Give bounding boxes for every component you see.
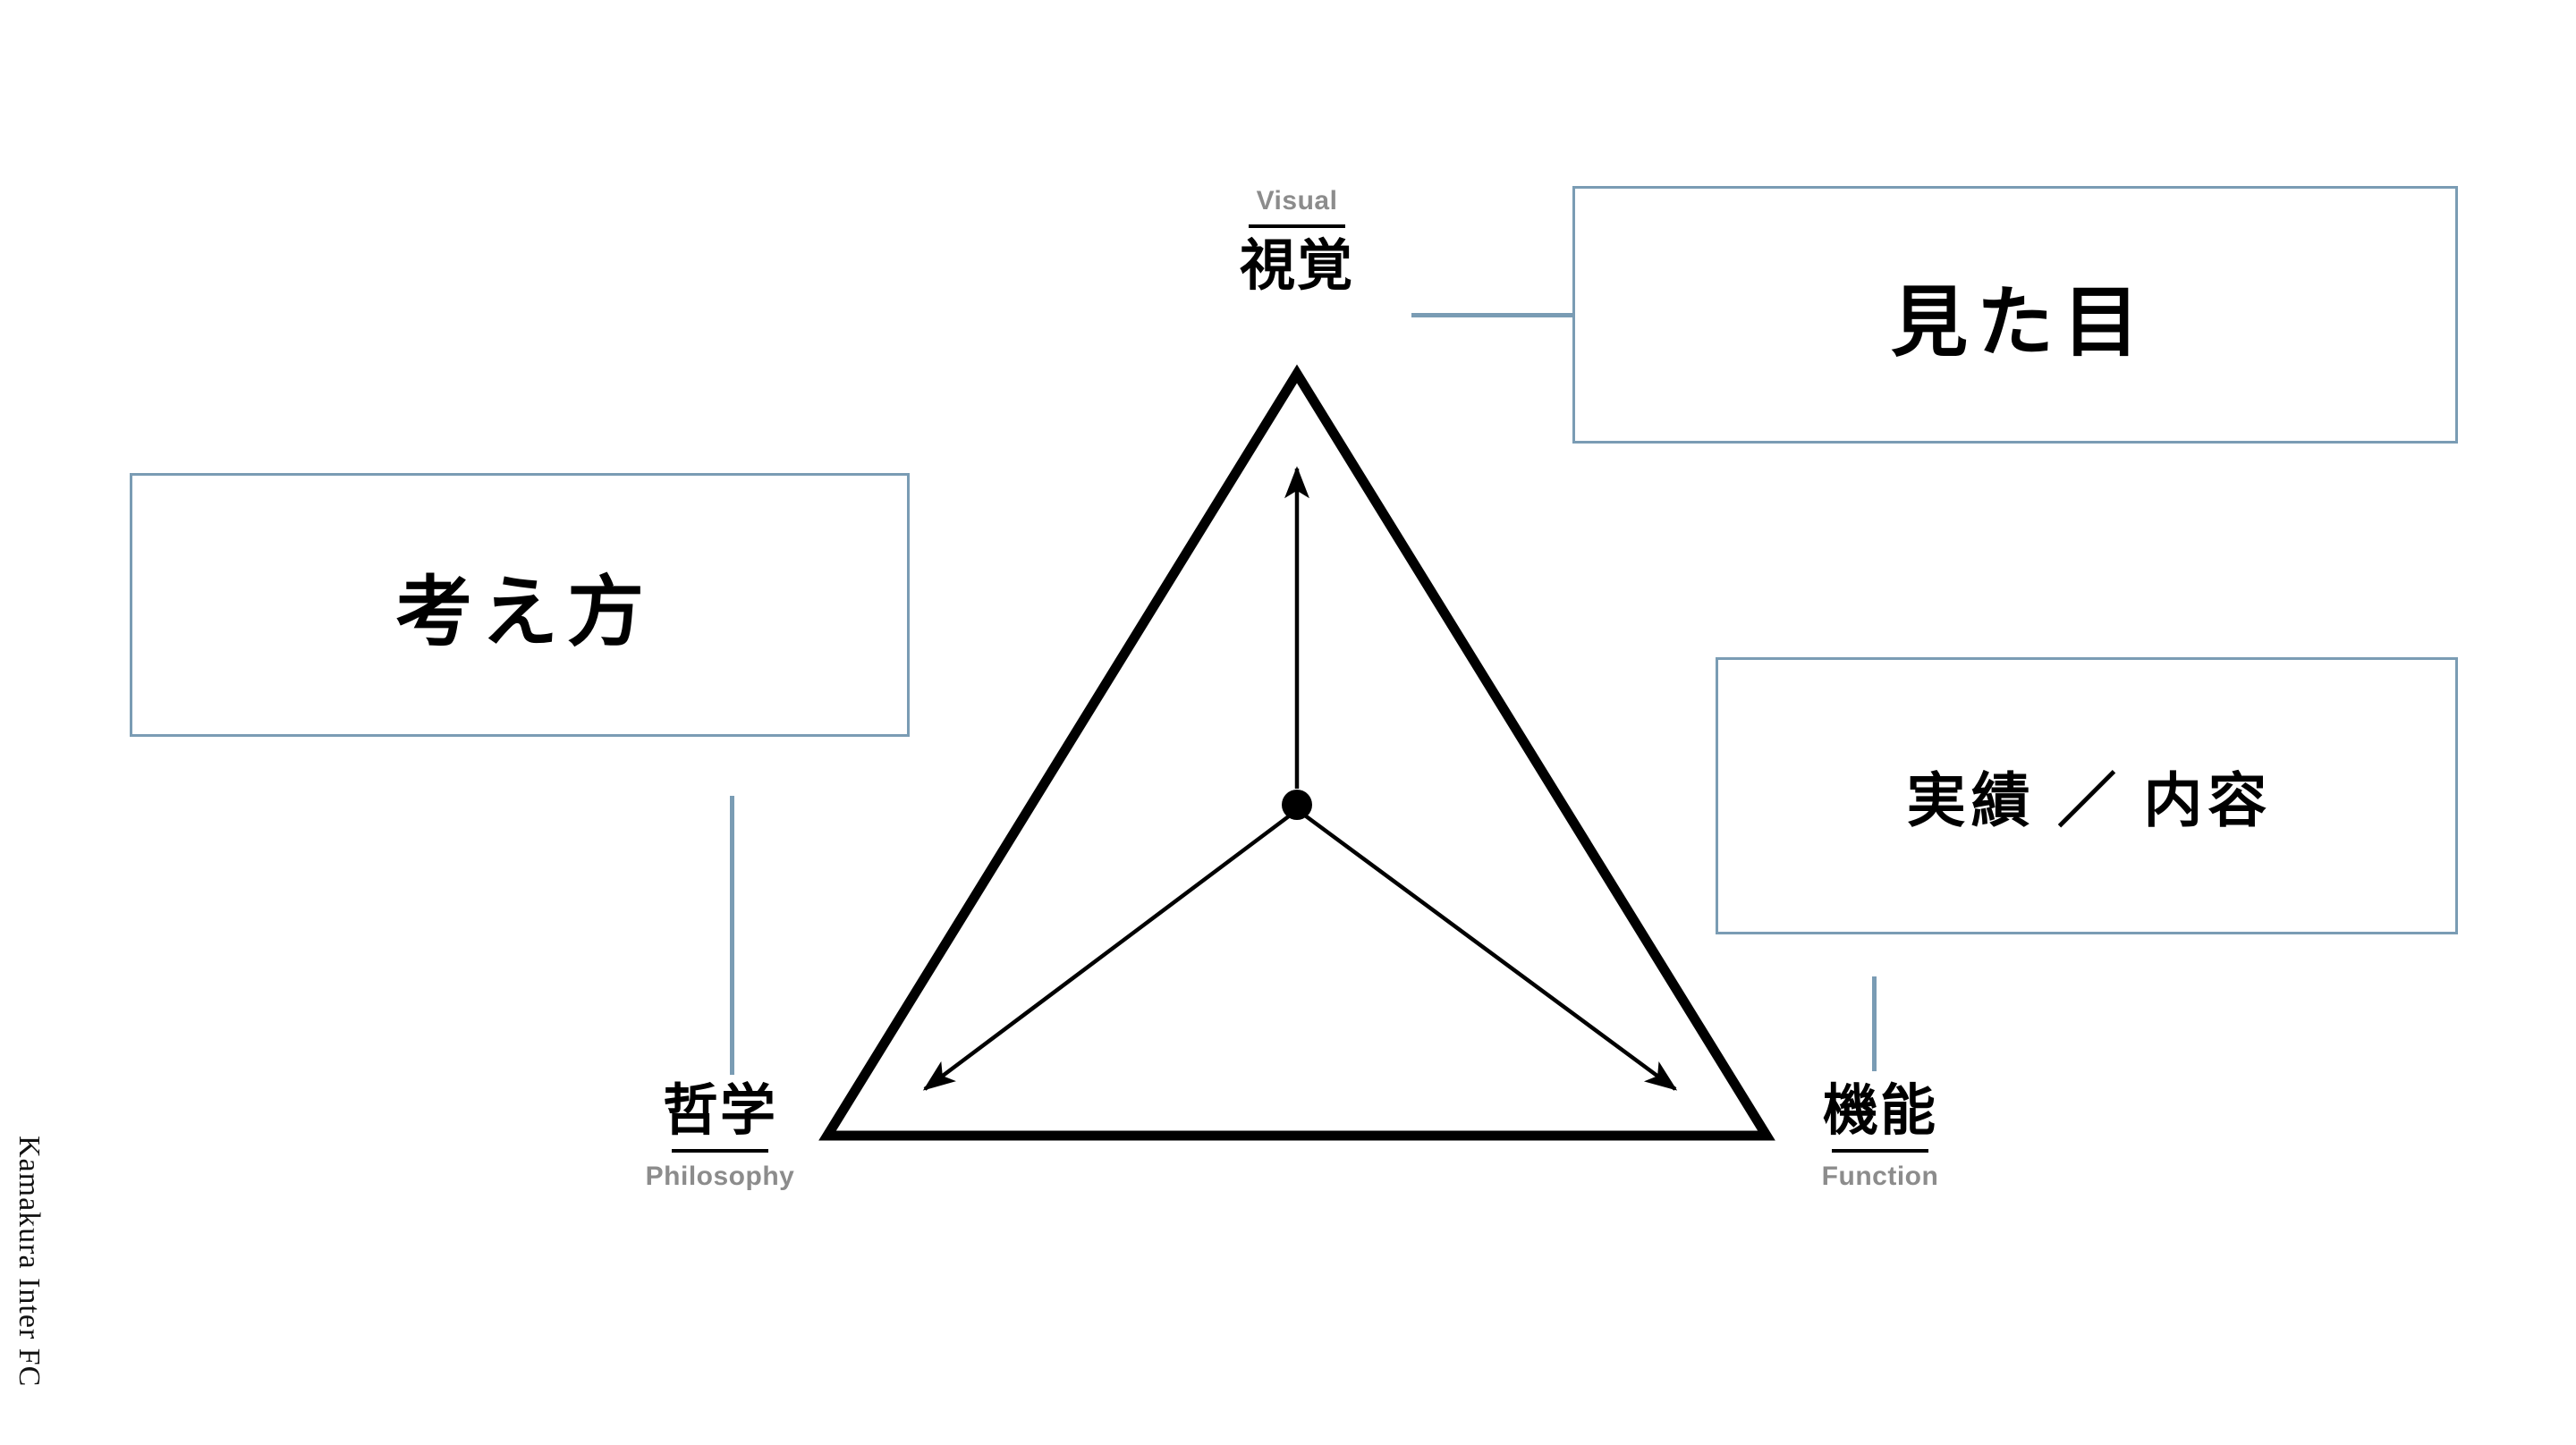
- vertex-japanese-philosophy: 哲学: [662, 1080, 777, 1142]
- connector-visual-to-callout: [1411, 313, 1572, 317]
- callout-label-results-content: 実績 ／ 内容: [1906, 767, 2273, 833]
- arrow-center-to-philosophy: [922, 814, 1292, 1091]
- callout-box-results-content: 実績 ／ 内容: [1716, 657, 2458, 934]
- vertex-divider-function: [1832, 1149, 1928, 1153]
- vertex-divider-visual: [1249, 224, 1345, 228]
- vertex-japanese-visual: 視覚: [1239, 235, 1354, 297]
- vertex-english-function: Function: [1821, 1162, 1939, 1192]
- vertex-label-function: 機能 Function: [1719, 1082, 2041, 1191]
- vertex-divider-philosophy: [672, 1149, 768, 1153]
- vertex-japanese-function: 機能: [1822, 1080, 1937, 1142]
- center-dot-icon: [1282, 790, 1312, 820]
- callout-box-appearance: 見た目: [1572, 186, 2458, 444]
- callout-label-way-of-thinking: 考え方: [395, 570, 653, 655]
- vertex-english-visual: Visual: [1256, 186, 1338, 215]
- connector-function-to-callout: [1872, 976, 1877, 1071]
- vertex-english-philosophy: Philosophy: [645, 1162, 795, 1192]
- vertex-label-philosophy: 哲学 Philosophy: [559, 1082, 881, 1191]
- arrow-center-to-function: [1303, 814, 1678, 1091]
- vertex-label-visual: Visual 視覚: [1136, 186, 1458, 295]
- brand-name: Kamakura Inter FC: [13, 1136, 46, 1388]
- connector-philosophy-to-callout: [730, 796, 734, 1075]
- triangle-outline: [818, 364, 1775, 1141]
- callout-box-way-of-thinking: 考え方: [130, 473, 910, 737]
- callout-label-appearance: 見た目: [1891, 279, 2148, 366]
